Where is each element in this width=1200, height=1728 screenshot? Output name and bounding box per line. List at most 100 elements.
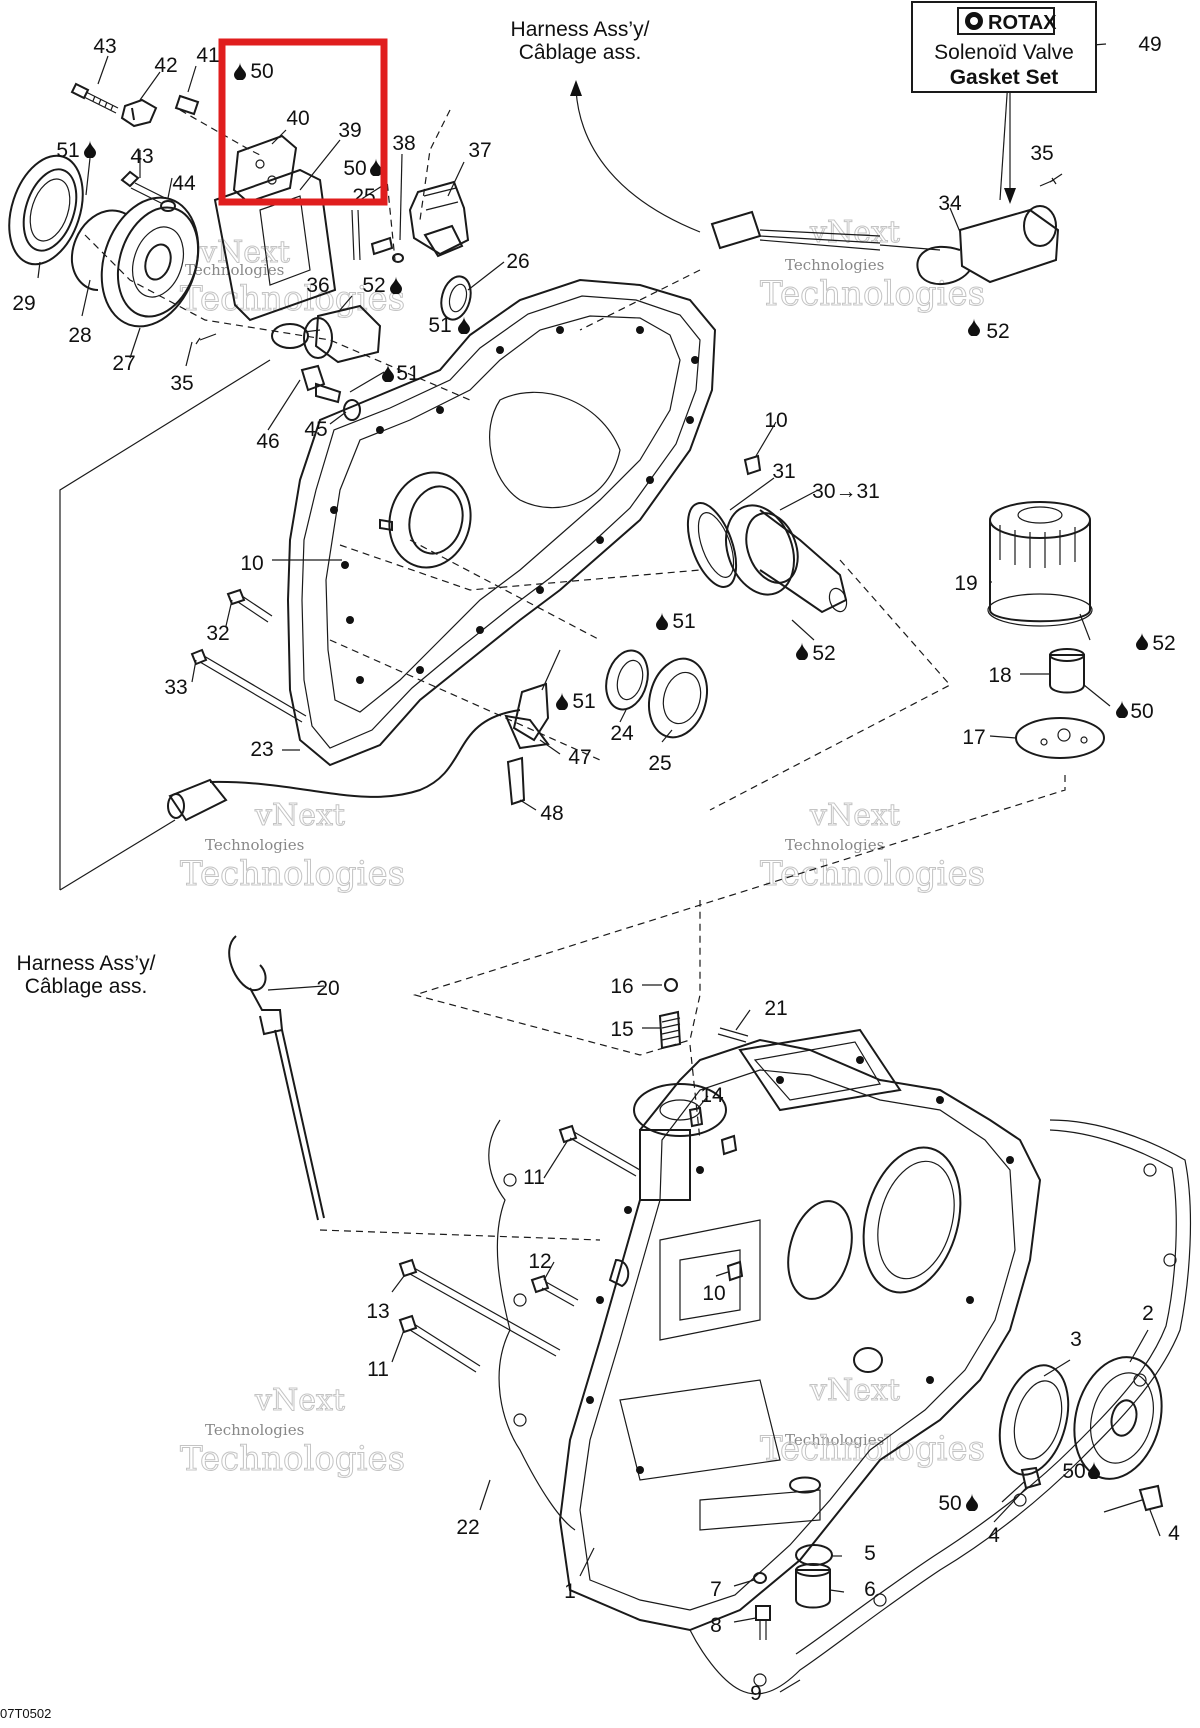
arrow-gasket-set: [1004, 188, 1016, 204]
bolt-32: [226, 588, 273, 623]
callout-50: 50: [343, 157, 366, 180]
seal-26: [440, 275, 472, 321]
callout-28: 28: [68, 324, 91, 347]
callout-50: 50: [1130, 700, 1153, 723]
bolt-48: [506, 756, 526, 806]
gasket-39: [213, 168, 337, 322]
callout-16: 16: [610, 975, 633, 998]
callout-9: 9: [750, 1682, 762, 1705]
diagram-code: 07T0502: [0, 1706, 51, 1721]
watermark-line1: vNext: [254, 1383, 345, 1418]
bolt-43-mid: [120, 170, 166, 204]
sensor-46: [300, 364, 342, 404]
arrow-harness-top: [570, 80, 582, 96]
bearing-27: [100, 196, 200, 328]
bolt-13: [398, 1258, 561, 1357]
drain-plug-6: [795, 1563, 831, 1609]
callout-3: 3: [1070, 1328, 1082, 1351]
oil-drop-icon: [234, 62, 246, 80]
callout-31: 31: [772, 460, 795, 483]
watermark-line2: Technologies: [760, 274, 985, 314]
harness-cable-left: [167, 709, 521, 822]
oil-drop-icon: [382, 364, 394, 382]
callout-4: 4: [988, 1524, 1000, 1547]
callout-21: 21: [764, 997, 787, 1020]
gasket-5: [795, 1544, 833, 1566]
callout-39: 39: [338, 119, 361, 142]
lower-small-parts: [398, 978, 1164, 1640]
bearing-2: [1073, 1356, 1163, 1480]
oil-drop-icon: [84, 140, 96, 158]
callout-10: 10: [240, 552, 263, 575]
callout-47: 47: [568, 746, 591, 769]
bracket-42: [120, 98, 158, 128]
callout-17: 17: [962, 726, 985, 749]
gasket-22: [488, 1119, 1192, 1695]
callout-50: 50: [250, 60, 273, 83]
callout-50: 50: [938, 1492, 961, 1515]
callout-32: 32: [206, 622, 229, 645]
callout-43: 43: [130, 145, 153, 168]
pin-21: [717, 1027, 749, 1043]
watermark-6: vNext Technologies Technologies: [760, 1373, 986, 1470]
callout-27: 27: [112, 352, 135, 375]
leader-lines: [37, 43, 1161, 1693]
sensor-47: [504, 682, 550, 750]
callout-36: 36: [306, 274, 329, 297]
watermark-line1: vNext: [809, 798, 900, 833]
seal-24: [605, 649, 649, 711]
callout-51: 51: [56, 139, 79, 162]
plate-17: [1015, 717, 1105, 759]
washer-7: [753, 1572, 767, 1584]
callout-52: 52: [1152, 632, 1175, 655]
callout-4: 4: [1168, 1522, 1180, 1545]
oil-drop-icon: [656, 612, 668, 630]
bolt-8: [755, 1605, 771, 1640]
watermark-4: vNext Technologies Technologies: [760, 798, 986, 895]
callout-45: 45: [304, 418, 327, 441]
callout-49: 49: [1138, 33, 1161, 56]
sleeve-41: [174, 94, 200, 116]
oil-drop-icon: [796, 642, 808, 660]
callout-42: 42: [154, 54, 177, 77]
connector-37: [408, 180, 470, 258]
bolt-33: [190, 648, 307, 723]
callout-43: 43: [93, 35, 116, 58]
callout-34: 34: [938, 192, 962, 215]
callout-1: 1: [564, 1580, 576, 1603]
bolt-38: [370, 236, 394, 256]
callout-35: 35: [170, 372, 193, 395]
pin-25-top: [351, 209, 361, 261]
callout-20: 20: [316, 977, 339, 1000]
dipstick-20: [228, 935, 325, 1221]
watermarks: vNext Technologies Technologies vNext Te…: [180, 215, 986, 1480]
bolt-11-upper: [558, 1124, 641, 1177]
ball-16: [664, 978, 678, 992]
watermark-line2: Technologies: [760, 1429, 985, 1469]
callout-26: 26: [506, 250, 529, 273]
callout-30-31: 30→31: [812, 480, 880, 503]
watermark-2: vNext Technologies Technologies: [760, 215, 986, 315]
seal-lower-mid: [788, 1476, 822, 1494]
callout-51: 51: [428, 314, 451, 337]
callout-50: 50: [1062, 1460, 1085, 1483]
highlight-box: [218, 38, 388, 206]
callout-29: 29: [12, 292, 35, 315]
callout-22: 22: [456, 1516, 479, 1539]
watermark-small: Technologies: [785, 256, 884, 274]
watermark-small: Technologies: [785, 1431, 884, 1449]
callout-46: 46: [256, 430, 279, 453]
callout-33: 33: [164, 676, 187, 699]
oil-drop-icon: [1088, 1461, 1100, 1479]
callout-38: 38: [392, 132, 415, 155]
callout-19: 19: [954, 572, 977, 595]
solenoid-valve-34: [879, 205, 1060, 286]
oil-seal-29: [8, 154, 84, 266]
oil-drop-icon: [458, 316, 470, 334]
callout-25: 25: [648, 752, 671, 775]
callout-15: 15: [610, 1018, 633, 1041]
callout-51: 51: [572, 690, 595, 713]
crankcase-cover-23: [286, 278, 717, 767]
